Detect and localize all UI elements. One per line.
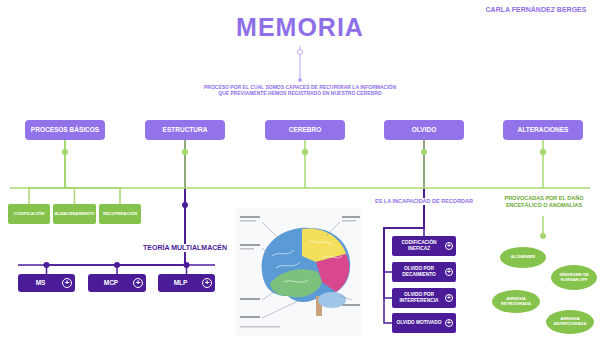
expand-icon: + (445, 319, 453, 327)
callout-mark (240, 220, 256, 222)
callout-leaders (262, 222, 352, 318)
node-text: ESTRUCTURA (148, 126, 222, 133)
category-box: OLVIDO (384, 120, 464, 140)
purple-dot (44, 262, 50, 268)
callout-mark (240, 244, 260, 246)
callout-mark (342, 304, 360, 306)
green-dot (182, 149, 188, 155)
expand-icon: + (202, 278, 212, 288)
process-box: CODIFICACIÓN (8, 204, 50, 224)
node-text: OLVIDO (387, 126, 461, 133)
process-box: ALMACENAMIENTO (53, 204, 96, 224)
branch-connector (47, 140, 186, 274)
callout-mark (240, 216, 260, 218)
node-text: CODIFICACIÓN (10, 212, 48, 217)
definition-label: ES LA INCAPACIDAD DE RECORDAR (364, 198, 484, 205)
callout-mark (240, 316, 260, 318)
node-text: AMNESIA RETRÓGRADA (498, 297, 534, 307)
brain-illustration (236, 208, 362, 336)
green-dot (62, 149, 68, 155)
disorder-oval: AMNESIA RETRÓGRADA (492, 290, 540, 313)
node-text: AMNESIA ANTERÓGRADA (552, 317, 588, 327)
main-title: MEMORIA (200, 12, 400, 42)
stem-dot (298, 78, 302, 82)
disorder-oval: AMNESIA ANTERÓGRADA (546, 310, 594, 334)
green-bus (10, 187, 590, 189)
category-box: ALTERACIONES (503, 120, 583, 140)
purple-dot (114, 262, 120, 268)
store-box: MS+ (18, 274, 75, 292)
node-text: CEREBRO (268, 126, 342, 133)
expand-icon: + (445, 294, 453, 302)
node-text: RECUPERACIÓN (101, 212, 139, 217)
node-text: OLVIDO POR INTERFERENCIA (395, 292, 443, 303)
callout-mark (240, 248, 254, 250)
occipital-lobe (316, 254, 349, 292)
store-box: MCP+ (88, 274, 146, 292)
forgetting-box: OLVIDO MOTIVADO+ (392, 313, 456, 333)
node-text: MS (21, 279, 60, 286)
node-text: MLP (161, 279, 200, 286)
category-box: ESTRUCTURA (145, 120, 225, 140)
node-text: ALZHEIMER (506, 255, 540, 260)
green-stub (64, 140, 66, 188)
process-box: RECUPERACIÓN (99, 204, 141, 224)
store-box: MLP+ (158, 274, 215, 292)
definition-text: PROCESO POR EL CUAL SOMOS CAPACES DE REC… (200, 84, 400, 96)
cause-label: PROVOCADAS POR EL DAÑO ENCEFÁLICO O ANOM… (494, 195, 594, 208)
node-text: OLVIDO POR DECAIMIENTO (395, 266, 443, 277)
forgetting-box: OLVIDO POR DECAIMIENTO+ (392, 262, 456, 282)
gyri-lines (272, 240, 342, 282)
disorder-oval: SÍNDROME DE KORSAKOFF (551, 265, 597, 290)
green-stub (304, 140, 306, 188)
green-stub (184, 140, 186, 188)
node-text: CODIFICACIÓN INEFICAZ (395, 240, 443, 251)
category-box: CEREBRO (265, 120, 345, 140)
callout-mark (342, 220, 356, 222)
expand-icon: + (62, 278, 72, 288)
temporal-lobe (270, 269, 322, 297)
cerebellum (318, 292, 346, 308)
expand-icon: + (445, 268, 453, 276)
expand-icon: + (133, 278, 143, 288)
forgetting-box: CODIFICACIÓN INEFICAZ+ (392, 236, 456, 256)
branch-connector (65, 140, 120, 204)
green-dot (540, 233, 546, 239)
forgetting-box: OLVIDO POR INTERFERENCIA+ (392, 288, 456, 308)
disorder-oval: ALZHEIMER (500, 247, 546, 268)
green-dot (540, 149, 546, 155)
branch-connector (29, 140, 65, 204)
green-stub (423, 140, 425, 188)
stem-ring (298, 50, 303, 55)
node-text: MCP (91, 279, 131, 286)
callout-mark (240, 298, 260, 300)
purple-dot (184, 262, 190, 268)
illustration-ground (236, 208, 362, 336)
category-box: PROCESOS BÁSICOS (25, 120, 105, 140)
green-dot (421, 149, 427, 155)
node-text: ALMACENAMIENTO (54, 212, 94, 217)
node-text: SÍNDROME DE KORSAKOFF (557, 273, 591, 283)
callout-mark (240, 326, 280, 328)
author-credit: CARLA FERNÁNDEZ BERGES (478, 6, 594, 14)
expand-icon: + (445, 242, 453, 250)
node-text: ALTERACIONES (506, 126, 580, 133)
frontal-lobe (262, 228, 351, 302)
callout-mark (342, 216, 360, 218)
node-text: PROCESOS BÁSICOS (28, 126, 102, 133)
purple-dot (182, 202, 188, 208)
green-dot (302, 149, 308, 155)
green-stub (542, 140, 544, 188)
theory-label: TEORÍA MULTIALMACÉN (134, 244, 236, 252)
node-text: OLVIDO MOTIVADO (395, 320, 443, 326)
